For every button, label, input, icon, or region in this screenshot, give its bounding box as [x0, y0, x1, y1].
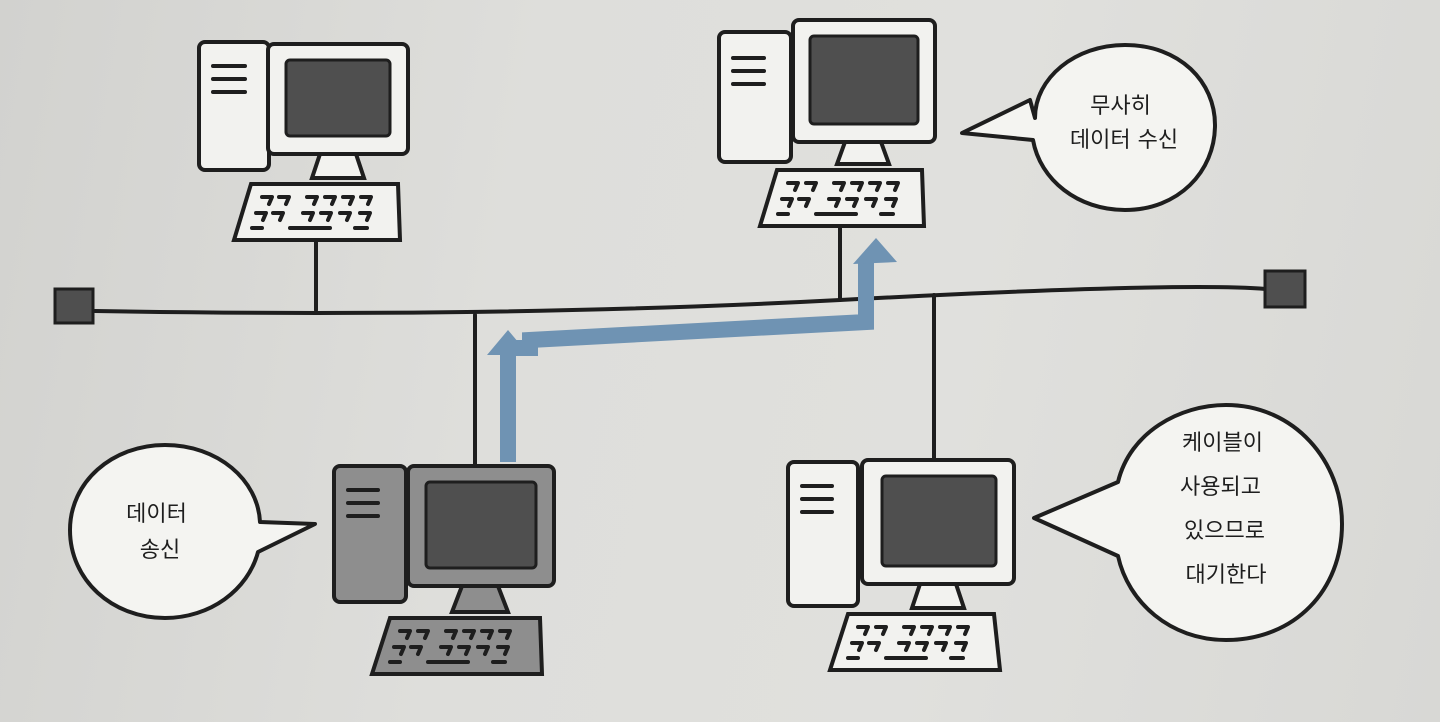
computer-top-right [717, 18, 937, 228]
svg-text:무사히 데이터 수신: 무사히 데이터 수신 [1070, 94, 1178, 153]
right-terminator [1263, 269, 1307, 309]
arrow-up-icon [487, 238, 897, 462]
monitor-icon [266, 42, 410, 180]
keyboard-icon [827, 612, 1003, 672]
svg-text:케이블이 사용되고 있으므로: 케이블이 사용되고 있으므로 대기한다 [1180, 431, 1272, 588]
tower-icon [332, 464, 408, 604]
keyboard-icon [231, 182, 403, 242]
drop-lines [314, 224, 936, 470]
computer-bottom-right [786, 458, 1016, 672]
keyboard-icon [757, 168, 927, 228]
keyboard-icon [369, 616, 545, 676]
bubble-receive-line-1: 무사히 [1090, 94, 1151, 119]
computer-top-left [197, 40, 410, 242]
bubble-receive-line-2: 데이터 수신 [1070, 128, 1178, 153]
speech-bubble-send: 데이터 송신 [68, 443, 317, 620]
bubble-send-line-1: 데이터 [126, 502, 187, 527]
left-terminator [53, 287, 95, 325]
tower-icon [197, 40, 271, 172]
bus-cable [93, 285, 1268, 315]
svg-text:데이터 송신: 데이터 송신 [126, 502, 194, 563]
speech-bubble-wait: 케이블이 사용되고 있으므로 대기한다 [1032, 403, 1344, 642]
bubble-wait-line-3: 있으므로 [1184, 519, 1265, 544]
speech-bubble-receive: 무사히 데이터 수신 [960, 43, 1217, 212]
monitor-icon [406, 464, 556, 614]
bubble-wait-line-1: 케이블이 [1182, 431, 1263, 456]
bubble-wait-line-2: 사용되고 [1180, 475, 1261, 500]
tower-icon [717, 30, 793, 164]
bubble-wait-line-4: 대기한다 [1186, 563, 1267, 588]
bubble-send-line-2: 송신 [140, 538, 180, 563]
monitor-icon [791, 18, 937, 166]
tower-icon [786, 460, 860, 608]
monitor-icon [860, 458, 1016, 610]
computer-bottom-left [332, 464, 556, 676]
